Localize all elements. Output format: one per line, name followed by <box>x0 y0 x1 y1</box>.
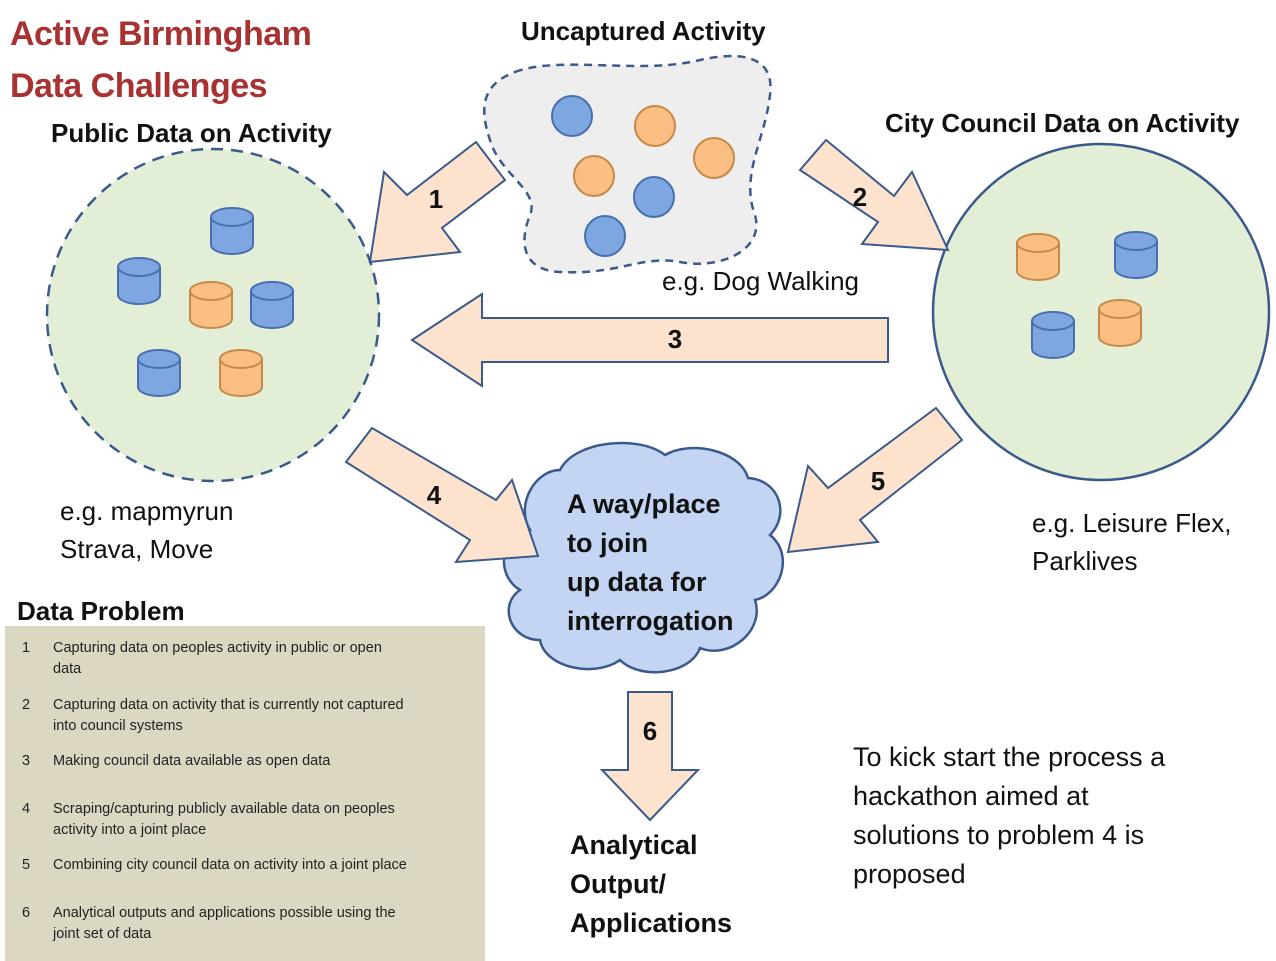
output-line: Analytical <box>570 830 698 860</box>
council-heading: City Council Data on Activity <box>885 108 1240 138</box>
problem-text: Making council data available as open da… <box>53 753 331 769</box>
note-line: proposed <box>853 859 966 889</box>
title-line: Active Birmingham <box>10 15 312 53</box>
arrow-2 <box>798 138 950 252</box>
caption-line: e.g. Leisure Flex, <box>1032 508 1232 538</box>
page-title: Active Birmingham Data Challenges <box>10 8 312 112</box>
uncaptured-caption: e.g. Dog Walking <box>662 266 860 296</box>
hub-line: to join <box>567 528 648 558</box>
arrow-number-4: 4 <box>426 480 442 510</box>
database-icon <box>219 349 263 397</box>
output-line: Applications <box>570 908 733 938</box>
problem-text: Scraping/capturing publicly available da… <box>53 801 395 838</box>
caption-line: e.g. mapmyrun <box>60 496 234 526</box>
note-line: To kick start the process a <box>853 742 1166 772</box>
caption-line: Strava, Move <box>60 534 214 564</box>
public-caption: e.g. mapmyrun Strava, Move <box>60 492 233 568</box>
note-line: hackathon aimed at <box>853 781 1089 811</box>
database-icon <box>189 281 233 329</box>
join-cloud <box>502 441 785 674</box>
hub-line: interrogation <box>567 606 734 636</box>
problem-number: 1 <box>22 640 31 656</box>
arrow-number-2: 2 <box>852 182 868 212</box>
database-icon <box>117 257 161 305</box>
arrow-6 <box>599 691 701 822</box>
problem-number: 4 <box>22 801 31 817</box>
problem-number: 2 <box>22 697 31 713</box>
problem-number: 6 <box>22 905 31 921</box>
arrow-3 <box>410 292 889 388</box>
arrow-5 <box>786 406 964 554</box>
problem-text: Capturing data on peoples activity in pu… <box>53 640 382 677</box>
arrow-4 <box>344 426 540 564</box>
arrow-number-3: 3 <box>667 324 683 354</box>
problem-number: 5 <box>22 857 31 873</box>
arrow-number-1: 1 <box>428 184 444 214</box>
activity-dot-orange <box>573 155 615 197</box>
database-icon <box>1114 231 1158 279</box>
activity-dot-blue <box>551 95 593 137</box>
public-heading: Public Data on Activity <box>51 118 332 148</box>
data-problem-box: 1 Capturing data on peoples activity in … <box>5 626 485 961</box>
activity-dot-orange <box>693 137 735 179</box>
problem-number: 3 <box>22 753 31 769</box>
arrow-number-6: 6 <box>642 716 658 746</box>
caption-line: Parklives <box>1032 546 1138 576</box>
title-line: Data Challenges <box>10 67 268 105</box>
output-label: Analytical Output/ Applications <box>570 826 732 943</box>
arrow-1 <box>368 140 507 264</box>
hub-line: up data for <box>567 567 707 597</box>
hub-line: A way/place <box>567 489 721 519</box>
activity-dot-blue <box>633 176 675 218</box>
database-icon <box>1016 233 1060 281</box>
problem-text: Combining city council data on activity … <box>53 857 407 873</box>
activity-dot-blue <box>584 215 626 257</box>
data-problem-heading: Data Problem <box>17 596 185 626</box>
problem-text: Analytical outputs and applications poss… <box>53 905 396 942</box>
uncaptured-heading: Uncaptured Activity <box>521 16 766 46</box>
activity-dot-orange <box>634 105 676 147</box>
database-icon <box>1031 311 1075 359</box>
council-caption: e.g. Leisure Flex, Parklives <box>1032 504 1231 580</box>
arrow-number-5: 5 <box>870 466 886 496</box>
problem-text: Capturing data on activity that is curre… <box>53 697 404 734</box>
database-icon <box>137 349 181 397</box>
note-line: solutions to problem 4 is <box>853 820 1145 850</box>
database-icon <box>250 281 294 329</box>
hub-label: A way/place to join up data for interrog… <box>567 485 767 641</box>
hackathon-note: To kick start the process a hackathon ai… <box>853 738 1273 894</box>
database-icon <box>1098 299 1142 347</box>
database-icon <box>210 207 254 255</box>
output-line: Output/ <box>570 869 666 899</box>
